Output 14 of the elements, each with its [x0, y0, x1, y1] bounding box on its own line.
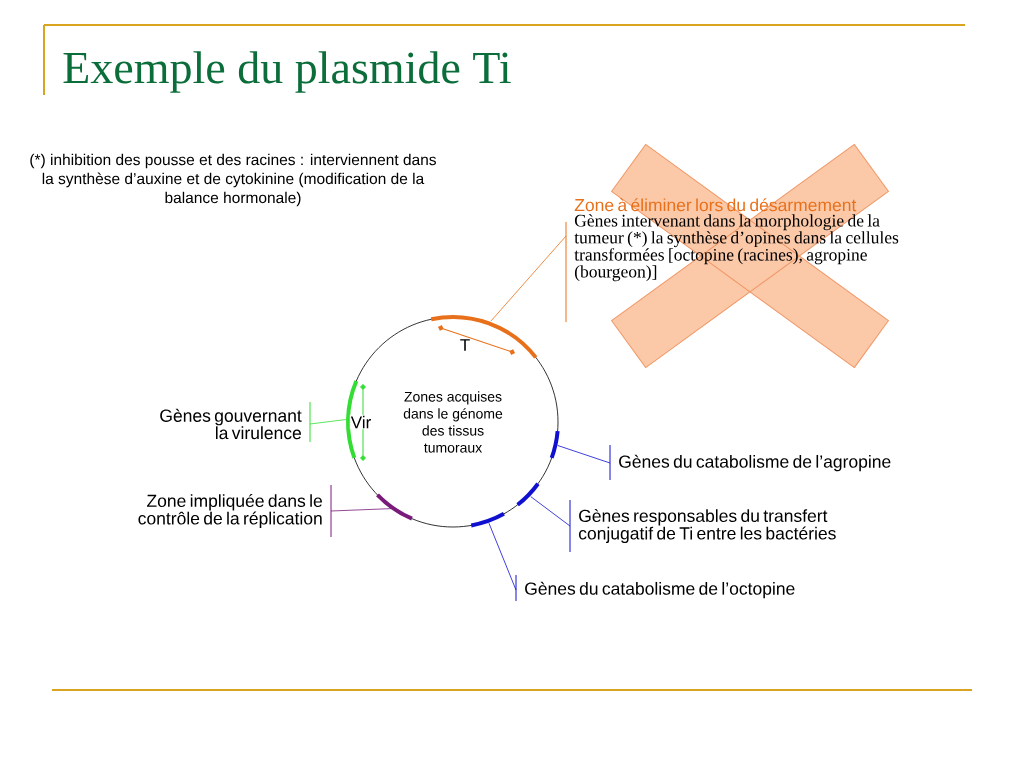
leader-line	[309, 419, 347, 425]
leader-line	[330, 508, 392, 512]
leader-line	[557, 445, 611, 464]
gene-label: Gènes du catabolisme de l’agropine	[609, 444, 891, 481]
footnote-text: (*) inhibition des pousse et des racines : interviennent dans la synthèse d’auxine et de cytokinine (modification de la balance hormonale)	[30, 153, 436, 207]
leader-line	[530, 496, 571, 527]
gene-label: Zone impliquée dans le contrôle de la réplication	[138, 484, 332, 538]
leader-line	[490, 235, 567, 322]
gene-label: Gènes responsables du transfert conjugatif de Ti entre les bactéries	[569, 499, 836, 553]
region-label: T	[460, 339, 470, 351]
slide-title: Exemple du plasmide Ti	[63, 51, 511, 93]
gene-label: Gènes du catabolisme de l’octopine	[515, 574, 795, 602]
gene-label: Gènes gouvernant la virulence	[160, 401, 311, 443]
leader-line	[488, 522, 517, 591]
